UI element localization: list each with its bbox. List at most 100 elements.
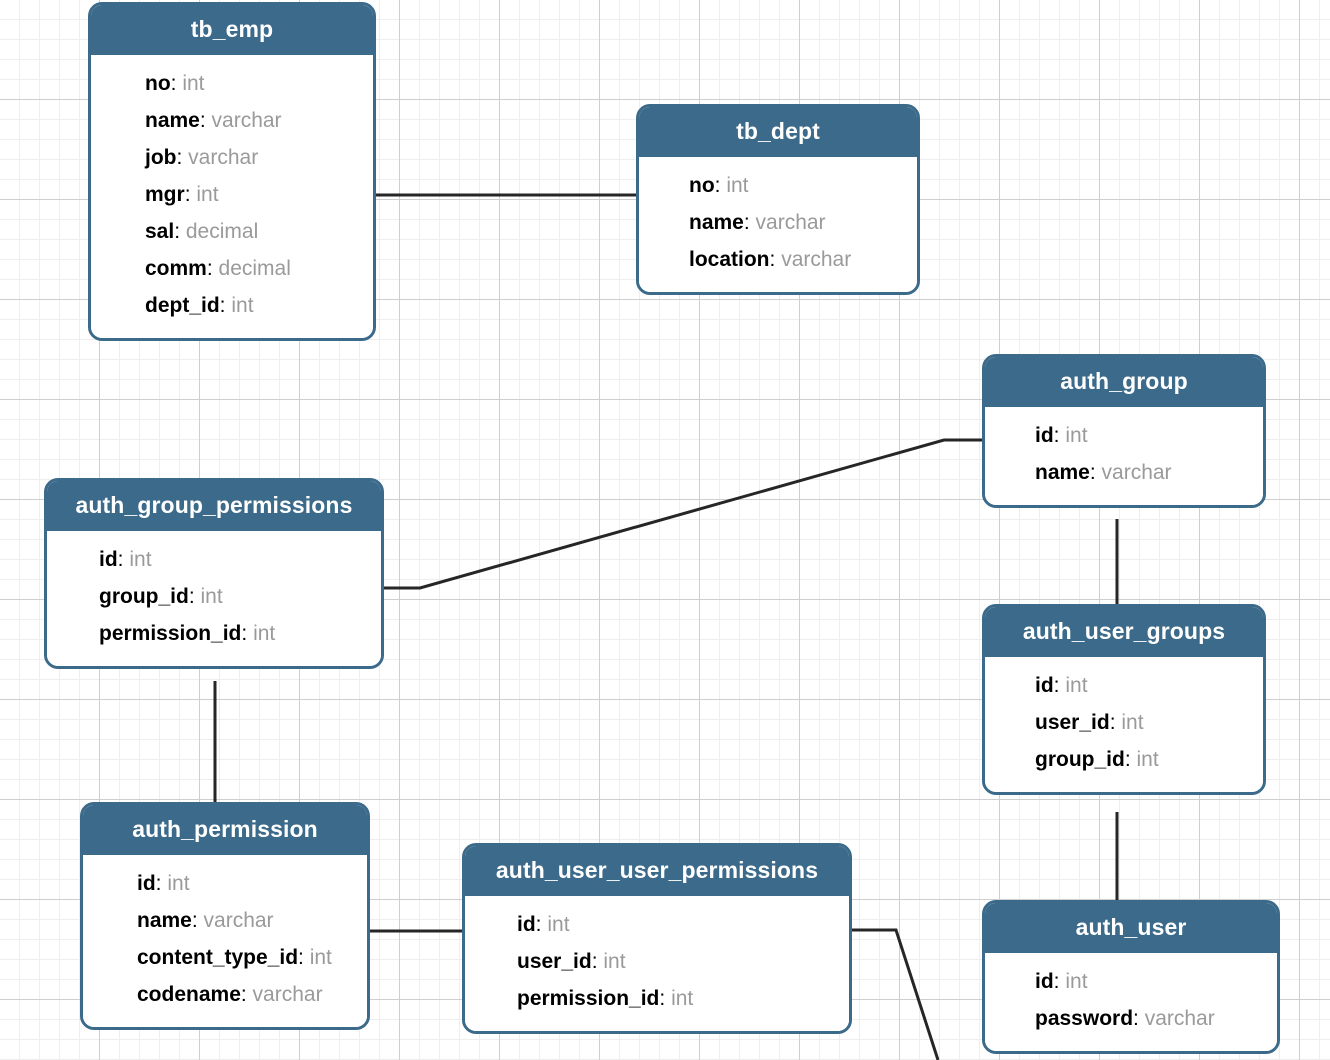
entity-fields-auth_group: id: int name: varchar: [985, 407, 1263, 505]
field-type: int: [671, 987, 694, 1010]
entity-title-tb_emp: tb_emp: [91, 5, 373, 55]
field-separator: :: [219, 294, 232, 317]
entity-title-tb_dept: tb_dept: [639, 107, 917, 157]
field-separator: :: [298, 946, 310, 969]
field-row: dept_id: int: [91, 287, 373, 324]
field-type: int: [167, 872, 190, 895]
entity-fields-auth_permission: id: int name: varchar content_type_id: i…: [83, 855, 367, 1027]
field-row: name: varchar: [91, 102, 373, 139]
field-separator: :: [170, 72, 183, 95]
field-name: name: [1035, 461, 1090, 484]
field-type: varchar: [188, 146, 259, 169]
field-type: int: [1065, 674, 1088, 697]
field-name: location: [689, 248, 770, 271]
field-name: name: [145, 109, 200, 132]
field-separator: :: [1124, 748, 1137, 771]
field-name: group_id: [99, 585, 189, 608]
field-separator: :: [659, 987, 672, 1010]
field-separator: :: [743, 211, 756, 234]
field-type: int: [309, 946, 332, 969]
entity-auth_group[interactable]: auth_group id: int name: varchar: [982, 354, 1266, 508]
field-row: id: int: [83, 865, 367, 902]
field-row: user_id: int: [465, 943, 849, 980]
field-row: id: int: [465, 906, 849, 943]
field-type: int: [1065, 424, 1088, 447]
field-type: int: [196, 183, 219, 206]
field-row: id: int: [985, 417, 1263, 454]
field-name: user_id: [1035, 711, 1110, 734]
entity-title-auth_user: auth_user: [985, 903, 1277, 953]
entity-auth_group_permissions[interactable]: auth_group_permissions id: int group_id:…: [44, 478, 384, 669]
field-name: id: [1035, 674, 1054, 697]
entity-title-auth_group: auth_group: [985, 357, 1263, 407]
field-row: id: int: [985, 667, 1263, 704]
field-name: id: [1035, 970, 1054, 993]
field-type: int: [1121, 711, 1144, 734]
field-separator: :: [155, 872, 168, 895]
entity-fields-auth_user_user_permissions: id: int user_id: int permission_id: int: [465, 896, 849, 1031]
field-name: no: [145, 72, 171, 95]
field-separator: :: [1109, 711, 1122, 734]
entity-tb_dept[interactable]: tb_dept no: int name: varchar location: …: [636, 104, 920, 295]
field-separator: :: [176, 146, 189, 169]
field-row: group_id: int: [47, 578, 381, 615]
entity-tb_emp[interactable]: tb_emp no: int name: varchar job: varcha…: [88, 2, 376, 341]
field-row: no: int: [91, 65, 373, 102]
field-row: job: varchar: [91, 139, 373, 176]
field-type: decimal: [218, 257, 291, 280]
field-type: int: [1136, 748, 1159, 771]
field-type: decimal: [185, 220, 259, 243]
field-separator: :: [241, 622, 254, 645]
field-separator: :: [206, 257, 219, 280]
entity-auth_user_user_permissions[interactable]: auth_user_user_permissions id: int user_…: [462, 843, 852, 1034]
field-row: id: int: [985, 963, 1277, 1000]
field-name: no: [689, 174, 715, 197]
field-name: password: [1035, 1007, 1134, 1030]
field-name: dept_id: [145, 294, 220, 317]
entity-fields-auth_user_groups: id: int user_id: int group_id: int: [985, 657, 1263, 792]
field-type: varchar: [781, 248, 852, 271]
entity-fields-auth_user: id: int password: varchar: [985, 953, 1277, 1051]
field-row: location: varchar: [639, 241, 917, 278]
entity-title-auth_user_groups: auth_user_groups: [985, 607, 1263, 657]
field-row: sal: decimal: [91, 213, 373, 250]
field-type: varchar: [1101, 461, 1172, 484]
field-row: group_id: int: [985, 741, 1263, 778]
field-type: int: [547, 913, 570, 936]
field-separator: :: [591, 950, 604, 973]
field-row: comm: decimal: [91, 250, 373, 287]
field-type: varchar: [755, 211, 826, 234]
field-type: int: [200, 585, 223, 608]
field-separator: :: [714, 174, 727, 197]
field-separator: :: [199, 109, 212, 132]
entity-fields-auth_group_permissions: id: int group_id: int permission_id: int: [47, 531, 381, 666]
entity-auth_user_groups[interactable]: auth_user_groups id: int user_id: int gr…: [982, 604, 1266, 795]
entity-title-auth_user_user_permissions: auth_user_user_permissions: [465, 846, 849, 896]
field-name: id: [99, 548, 118, 571]
field-name: group_id: [1035, 748, 1125, 771]
field-separator: :: [188, 585, 201, 608]
field-name: job: [145, 146, 177, 169]
field-type: int: [129, 548, 152, 571]
field-separator: :: [1133, 1007, 1145, 1030]
field-separator: :: [1053, 970, 1066, 993]
field-separator: :: [191, 909, 204, 932]
entity-auth_user[interactable]: auth_user id: int password: varchar: [982, 900, 1280, 1054]
field-name: user_id: [517, 950, 592, 973]
field-separator: :: [1089, 461, 1102, 484]
field-name: permission_id: [517, 987, 660, 1010]
field-type: int: [603, 950, 626, 973]
field-row: name: varchar: [985, 454, 1263, 491]
relationship-line-auth_group_permissions-auth_group: [384, 438, 982, 590]
field-name: name: [689, 211, 744, 234]
field-name: id: [1035, 424, 1054, 447]
field-type: int: [1065, 970, 1088, 993]
field-row: user_id: int: [985, 704, 1263, 741]
field-name: codename: [137, 983, 241, 1006]
field-name: sal: [145, 220, 175, 243]
entity-auth_permission[interactable]: auth_permission id: int name: varchar co…: [80, 802, 370, 1030]
field-type: varchar: [203, 909, 274, 932]
field-name: permission_id: [99, 622, 242, 645]
field-row: permission_id: int: [47, 615, 381, 652]
